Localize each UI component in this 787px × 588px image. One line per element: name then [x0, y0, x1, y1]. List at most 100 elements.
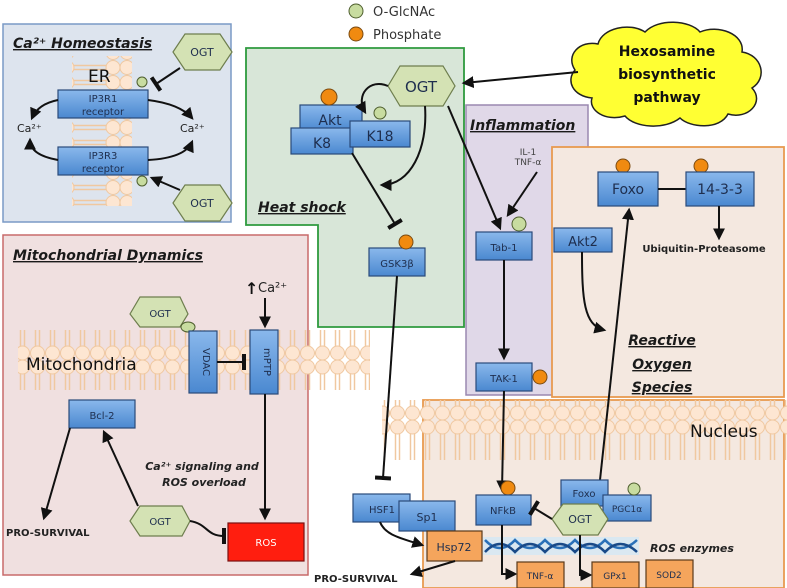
akt2-label: Akt2 [568, 235, 598, 250]
phosphate-icon [398, 234, 414, 250]
ogt-label: OGT [190, 197, 214, 210]
inflammation-title: Inflammation [470, 118, 575, 134]
foxo-label: Foxo [612, 182, 644, 198]
ros-title-line1: Reactive [628, 333, 695, 349]
14-3-3-label: 14-3-3 [697, 182, 743, 198]
hsf1-label: HSF1 [369, 505, 395, 516]
foxo-nuclear-label: Foxo [573, 489, 596, 500]
legend: O-GlcNAc Phosphate [348, 3, 441, 43]
k8-protein [290, 127, 354, 155]
gpx1-box [591, 561, 640, 588]
ca-left-label: Ca²⁺ [17, 122, 42, 135]
cloud-line3: pathway [633, 90, 700, 106]
tak1-label: TAK-1 [489, 374, 518, 385]
hsp72-box [426, 530, 483, 562]
mptp-label: mPTP [261, 348, 272, 376]
ogt-hexagon [172, 184, 233, 222]
cytokine-tnfa-label: TNF-α [514, 158, 542, 168]
hexosamine-cloud: Hexosamine biosynthetic pathway [570, 21, 762, 127]
ros-overload-label: ROS overload [162, 476, 246, 489]
foxo-protein [597, 171, 659, 207]
ca-homeostasis-title: Ca²⁺ Homeostasis [13, 36, 152, 52]
phosphate-icon [615, 158, 631, 174]
ros-box [227, 522, 305, 562]
k18-protein [349, 120, 411, 148]
14-3-3-protein [685, 171, 755, 207]
nfkb-label: NFkB [490, 506, 516, 517]
ogt-hexagon [387, 65, 456, 107]
pro-survival-label: PRO-SURVIVAL [314, 574, 398, 585]
o-glcnac-icon [180, 321, 196, 333]
tak1-protein [475, 362, 533, 392]
phosphate-legend-icon [348, 26, 364, 42]
sod2-box [645, 559, 694, 588]
mitochondria-label: Mitochondria [26, 355, 137, 375]
er-membrane [72, 56, 132, 206]
ogt-label: OGT [149, 517, 171, 528]
sod2-label: SOD2 [656, 571, 681, 581]
phosphate-icon [320, 88, 338, 106]
ca-increase-arrow: ↑ [245, 279, 258, 298]
bcl2-protein [68, 399, 136, 429]
heat-shock-title: Heat shock [258, 200, 347, 216]
cytokine-il1-label: IL-1 [520, 148, 536, 158]
o-glcnac-icon [136, 175, 148, 187]
bcl2-label: Bcl-2 [89, 411, 114, 422]
ca-increase-label: Ca²⁺ [258, 281, 287, 296]
ogt-label: OGT [405, 78, 438, 96]
cloud-line2: biosynthetic [618, 67, 716, 83]
vdac-protein [188, 330, 218, 394]
sp1-label: Sp1 [417, 511, 438, 524]
ip3r1-receptor [57, 89, 149, 119]
dna-strand [483, 537, 639, 555]
ip3r3-label: IP3R3 [89, 151, 118, 162]
pgc1a-protein [602, 494, 652, 522]
o-glcnac-icon [627, 482, 641, 496]
legend-o-glcnac-label: O-GlcNAc [373, 5, 435, 20]
ogt-label: OGT [568, 513, 592, 526]
tab1-label: Tab-1 [490, 243, 518, 254]
tnfa-label: TNF-α [526, 572, 554, 582]
ogt-label: OGT [190, 46, 214, 59]
o-glcnac-icon [511, 216, 527, 232]
gsk3b-label: GSK3β [380, 259, 413, 270]
phosphate-icon [500, 480, 516, 496]
akt-label: Akt [318, 113, 342, 129]
k8-label: K8 [313, 136, 331, 152]
ogt-hexagon [129, 296, 189, 328]
ip3r1-label: IP3R1 [89, 94, 118, 105]
gpx1-label: GPx1 [603, 572, 626, 582]
gsk3b-protein [368, 247, 426, 277]
nucleus-label: Nucleus [690, 422, 758, 442]
o-glcnac-icon [136, 76, 148, 88]
ogt-hexagon [172, 33, 233, 71]
foxo-nuclear-protein [560, 479, 609, 507]
legend-phosphate-label: Phosphate [373, 28, 441, 43]
mptp-protein [249, 329, 279, 395]
cloud-line1: Hexosamine [619, 44, 716, 60]
pro-survival-label: PRO-SURVIVAL [6, 528, 90, 539]
o-glcnac-icon [373, 106, 387, 120]
phosphate-icon [693, 158, 709, 174]
ip3r3-sublabel: receptor [82, 164, 125, 175]
ogt-hexagon [551, 503, 609, 536]
ca-right-label: Ca²⁺ [180, 122, 205, 135]
ros-title-line3: Species [632, 380, 693, 396]
ros-enzymes-label: ROS enzymes [650, 542, 734, 555]
hsp72-label: Hsp72 [437, 541, 472, 554]
ca-signaling-label: Ca²⁺ signaling and [145, 460, 259, 473]
vdac-label: VDAC [200, 348, 211, 376]
er-label: ER [88, 67, 111, 87]
nucleus-membrane [382, 400, 787, 460]
ip3r1-sublabel: receptor [82, 107, 125, 118]
sp1-protein [398, 500, 456, 532]
mitochondrial-dynamics-title: Mitochondrial Dynamics [13, 248, 203, 264]
tnfa-box [516, 561, 565, 588]
ip3r3-receptor [57, 146, 149, 176]
ubiquitin-proteasome-label: Ubiquitin-Proteasome [642, 244, 766, 255]
pgc1a-label: PGC1α [612, 505, 642, 515]
ca-homeostasis-panel: Ca²⁺ Homeostasis ER OGT IP3R1 receptor C… [2, 23, 233, 223]
o-glcnac-legend-icon [348, 3, 364, 19]
phosphate-icon [532, 369, 548, 385]
